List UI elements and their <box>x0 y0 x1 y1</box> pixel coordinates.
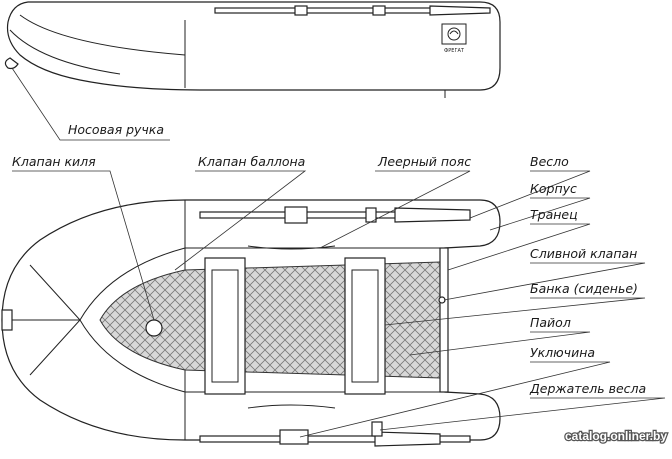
label-oar: Весло <box>530 154 569 169</box>
watermark: catalog.onliner.by <box>564 428 669 445</box>
oar-bottom <box>199 435 471 443</box>
svg-text:ФРЕГАТ: ФРЕГАТ <box>444 48 465 54</box>
label-hull: Корпус <box>530 181 577 196</box>
leader-bow-handle <box>11 67 170 141</box>
keel-valve <box>145 319 163 337</box>
leader-transom <box>447 223 591 271</box>
leader-lifeline <box>319 170 471 249</box>
lifeline-bottom <box>247 404 336 409</box>
brand-logo: ФРЕГАТ <box>441 23 467 54</box>
side-hull <box>6 1 501 91</box>
seat-1 <box>204 257 246 395</box>
oar-holder-bottom <box>371 421 383 437</box>
top-view <box>1 199 501 447</box>
side-oar-blade <box>429 5 491 16</box>
leader-tube-valve <box>174 170 307 271</box>
label-oarlock: Уключина <box>530 345 595 360</box>
oarlock-top <box>284 206 308 224</box>
leader-hull <box>489 197 591 231</box>
leader-floor <box>409 331 591 356</box>
label-seat: Банка (сиденье) <box>530 281 638 296</box>
seat-2 <box>344 257 386 395</box>
leader-drain-valve <box>443 262 646 301</box>
side-keel-line <box>9 29 121 75</box>
label-drain-valve: Сливной клапан <box>530 246 637 261</box>
label-bow-handle: Носовая ручка <box>68 122 164 137</box>
oarlock-bottom <box>279 429 309 445</box>
label-tube-valve: Клапан баллона <box>198 154 305 169</box>
bow-ring <box>1 309 13 331</box>
leader-oar-holder <box>379 397 666 431</box>
transom <box>439 247 449 393</box>
label-oar-holder: Держатель весла <box>529 381 646 396</box>
label-keel-valve: Клапан киля <box>12 154 96 169</box>
leader-oarlock <box>299 361 611 438</box>
label-lifeline: Леерный пояс <box>377 154 471 169</box>
svg-text:catalog.onliner.by: catalog.onliner.by <box>565 429 667 443</box>
label-floor: Пайол <box>530 315 571 330</box>
side-oarlock <box>294 5 308 16</box>
lifeline-top <box>247 245 336 250</box>
leader-seat <box>384 297 646 326</box>
bow-handle <box>4 57 19 70</box>
side-view: ФРЕГАТ <box>4 1 501 98</box>
leader-oar <box>469 170 591 219</box>
leader-keel-valve <box>12 170 155 321</box>
label-transom: Транец <box>530 207 578 222</box>
